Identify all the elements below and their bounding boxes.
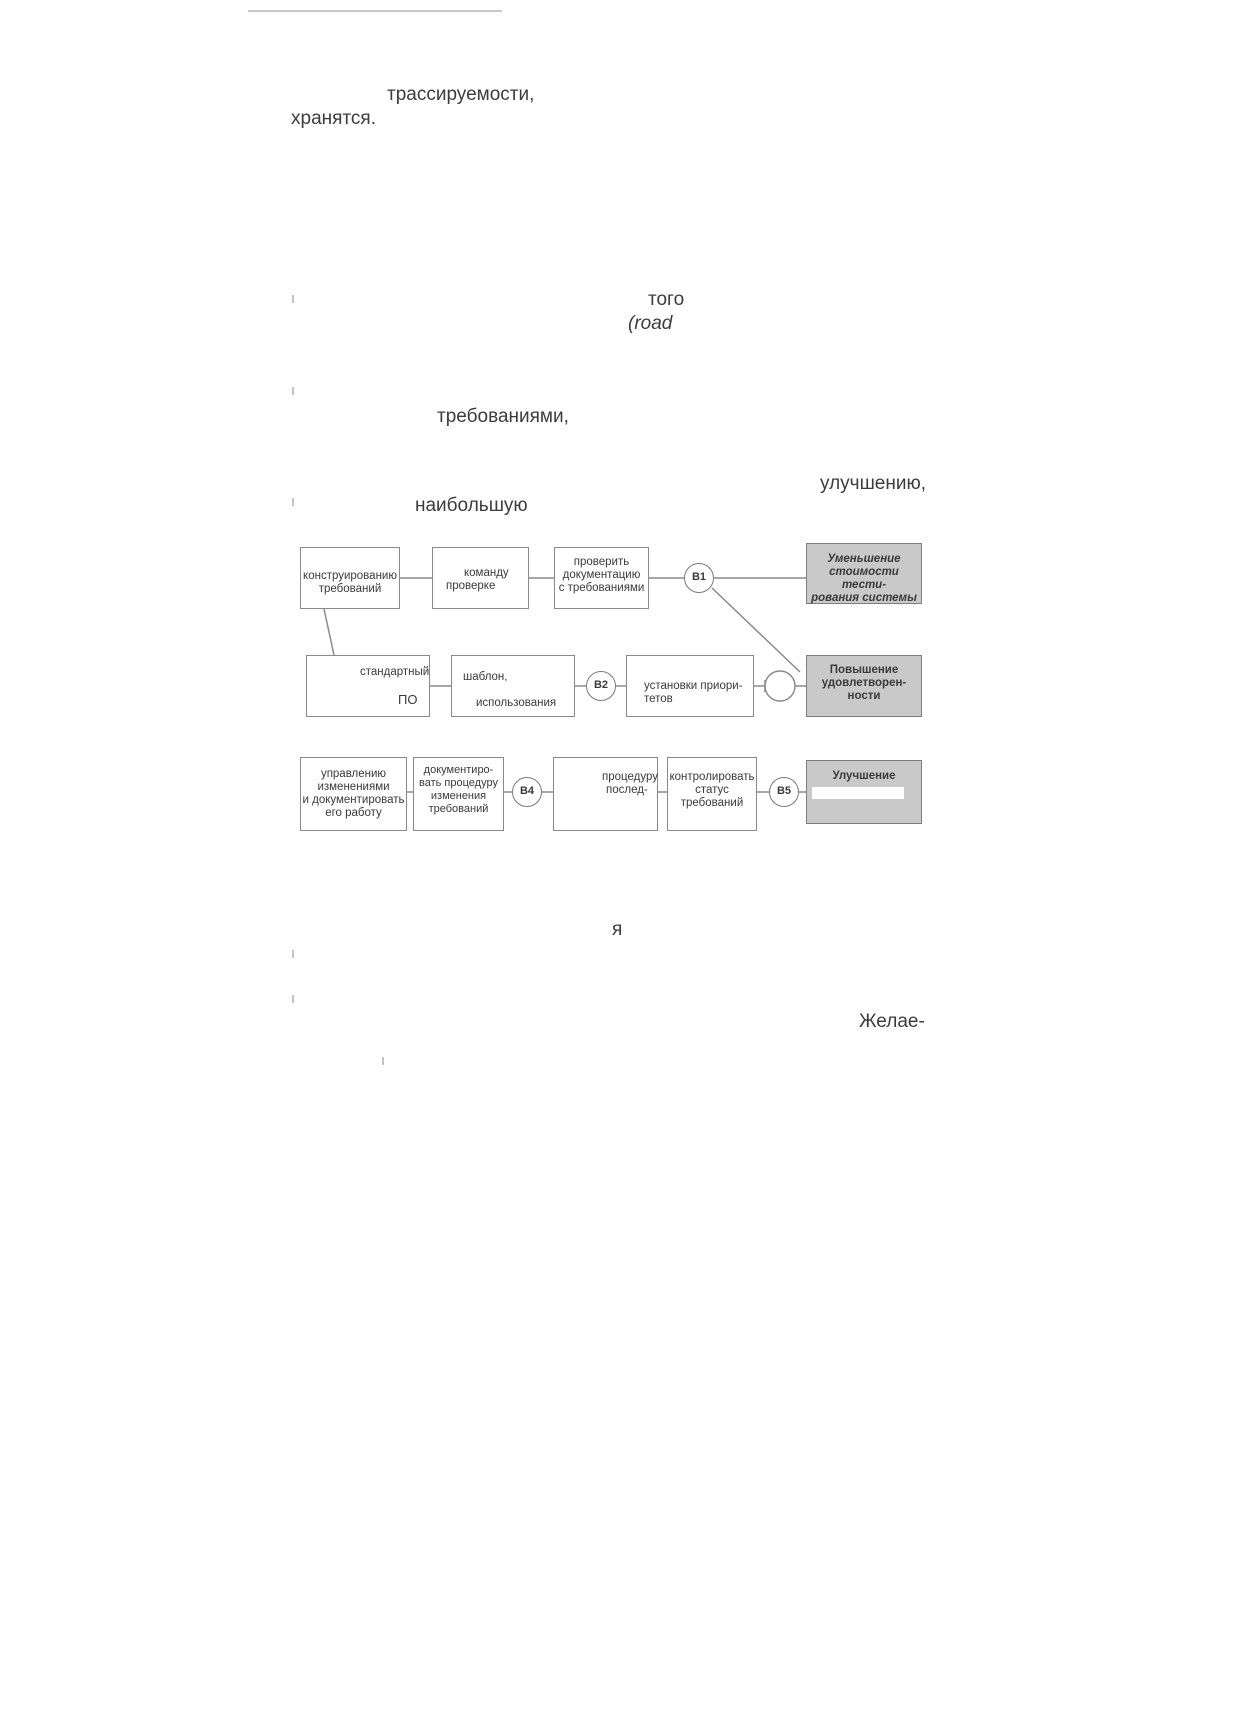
- diagram-box: [306, 655, 430, 717]
- text-word: (road: [628, 313, 673, 334]
- decision-node: B4: [512, 777, 542, 807]
- diagram-box-label: шаблон,: [463, 671, 508, 683]
- diagram-box-label: проверить документацию с требованиями: [558, 556, 645, 594]
- decision-node: B2: [586, 671, 616, 701]
- scan-speck: [292, 995, 294, 1003]
- text-word: того: [648, 289, 685, 310]
- scan-speck: [292, 950, 294, 958]
- diagram-box-label: конструированию требований: [303, 570, 397, 595]
- diagram-box-label: контролировать статус требований: [669, 771, 755, 809]
- top-rule: [248, 10, 502, 12]
- result-box-label: Улучшение: [832, 770, 896, 782]
- diagram-box: [300, 547, 400, 609]
- diagram-box: [667, 757, 757, 831]
- decision-node: B1: [684, 563, 714, 593]
- result-box: [806, 655, 922, 717]
- diagram-box: [553, 757, 658, 831]
- text-word: наибольшую: [415, 495, 528, 516]
- diagram-box: [451, 655, 575, 717]
- decision-node: B5: [769, 777, 799, 807]
- diagram-box: [300, 757, 407, 831]
- text-word: Желае-: [859, 1011, 925, 1032]
- scan-speck: [382, 1057, 384, 1065]
- diagram-box-label: команду: [464, 567, 509, 579]
- diagram-box-label: использования: [476, 697, 557, 709]
- diagram-box: [554, 547, 649, 609]
- diagram-box-label: ПО: [398, 692, 418, 707]
- scan-whiteout: [812, 787, 904, 799]
- result-box-label: Повышение удовлетворен- ности: [821, 664, 907, 702]
- scan-speck: [292, 498, 294, 506]
- diagram-box: [626, 655, 754, 717]
- text-word: требованиями,: [437, 406, 569, 427]
- diagram-box-label: послед-: [606, 784, 648, 796]
- result-box: [806, 543, 922, 604]
- diagram-box-label: документиро- вать процедуру изменения тр…: [419, 764, 498, 815]
- text-word: хранятся.: [291, 108, 376, 129]
- diagram-box-label: стандартный: [360, 666, 430, 678]
- diagram-box: [413, 757, 504, 831]
- diagram-box: [432, 547, 529, 609]
- diagram-box-label: управлению изменениями и документировать…: [302, 768, 405, 819]
- scan-speck: [292, 387, 294, 395]
- diagram-box-label: процедуру: [602, 771, 658, 783]
- text-word: трассируемости,: [387, 84, 535, 105]
- diagram-box-label: проверке: [446, 580, 496, 592]
- text-word: улучшению,: [820, 473, 927, 494]
- result-box-label: Уменьшение стоимости тести- рования сист…: [811, 553, 917, 604]
- diagram-box-label: установки приори- тетов: [644, 680, 743, 705]
- text-word: я: [612, 919, 623, 940]
- scan-speck: [292, 295, 294, 303]
